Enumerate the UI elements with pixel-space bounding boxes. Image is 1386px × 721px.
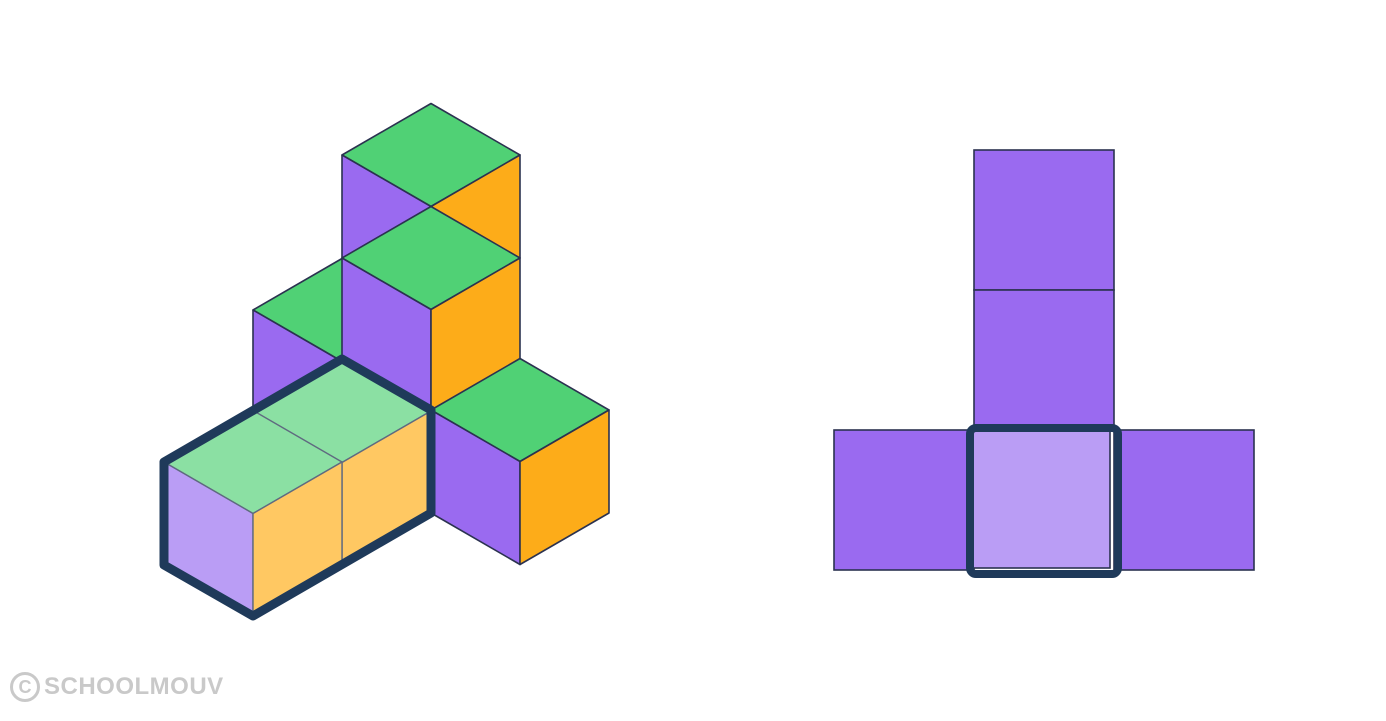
square-bottom-right bbox=[1113, 429, 1255, 571]
square-bottom-left bbox=[833, 429, 975, 571]
cube-right bbox=[430, 357, 610, 566]
flat-view-figure bbox=[833, 149, 1255, 578]
isometric-cube-figure bbox=[159, 102, 610, 621]
highlight-outline bbox=[159, 354, 436, 621]
square-middle bbox=[973, 289, 1115, 431]
square-bottom-center bbox=[969, 427, 1111, 569]
copyright-icon: C bbox=[10, 672, 40, 702]
brand-name: SCHOOLMOUV bbox=[44, 673, 224, 700]
square-top bbox=[973, 149, 1115, 291]
cube-side-face bbox=[519, 409, 610, 566]
highlight-square-outline bbox=[966, 424, 1122, 578]
watermark: C SCHOOLMOUV bbox=[10, 672, 224, 702]
